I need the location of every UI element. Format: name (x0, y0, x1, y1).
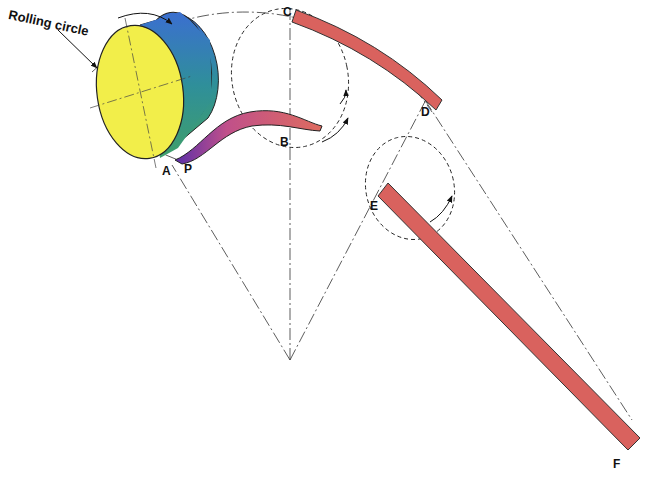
point-label: C (283, 6, 292, 18)
point-label: P (184, 163, 192, 175)
point-label: B (280, 136, 289, 148)
point-label: D (421, 106, 430, 118)
strip-ab (175, 111, 322, 164)
point-label: F (613, 458, 620, 470)
rotation-arrows (58, 13, 452, 222)
callout-label: Rolling circle (7, 8, 90, 38)
point-label: A (162, 165, 171, 177)
strip-cd (292, 10, 442, 110)
strip-ef (378, 183, 640, 450)
point-label: E (370, 200, 378, 212)
